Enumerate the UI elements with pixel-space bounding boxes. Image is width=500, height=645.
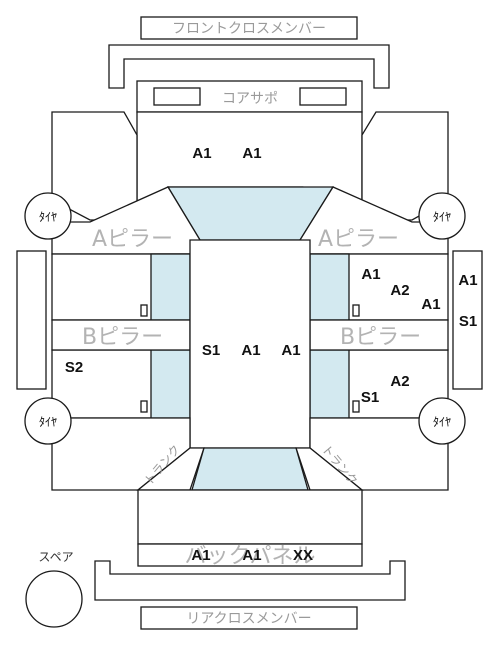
code-right-step-a1: A1: [458, 272, 477, 289]
tire-rear-left-label: ﾀｲﾔ: [39, 415, 57, 429]
core-support-left-block: [153, 87, 201, 106]
rear-panel-label: バックパネル: [185, 544, 316, 569]
right-side-step[interactable]: [452, 250, 483, 390]
rear-cross-member-label: リアクロスメンバー: [186, 611, 311, 627]
rear-back-panel[interactable]: [137, 543, 363, 567]
b-pillar-right-label: Bピラー: [340, 325, 421, 350]
spare-tire-label: スペア: [38, 550, 73, 564]
right-front-window[interactable]: [309, 253, 350, 321]
front-cross-member-label: フロントクロスメンバー: [172, 21, 326, 37]
rear-cross-member-box[interactable]: [140, 606, 358, 630]
tire-front-left-label: ﾀｲﾔ: [39, 210, 57, 224]
left-front-window[interactable]: [150, 253, 191, 321]
core-support-right-block: [299, 87, 347, 106]
code-hood-1: A1: [192, 145, 211, 162]
code-right-front-door-a1-b: A1: [421, 296, 440, 313]
code-rear-a1-1: A1: [191, 547, 210, 564]
left-rear-window[interactable]: [150, 349, 191, 419]
left-front-handle: [140, 304, 148, 317]
front-bumper[interactable]: [108, 44, 390, 89]
code-roof-a1-2: A1: [281, 342, 300, 359]
tire-rear-right[interactable]: [418, 397, 466, 445]
tire-rear-left[interactable]: [24, 397, 72, 445]
tire-front-right[interactable]: [418, 192, 466, 240]
b-pillar-right[interactable]: [309, 319, 449, 351]
a-pillar-left-label: Aピラー: [92, 227, 173, 252]
right-rear-handle: [352, 400, 360, 413]
code-left-rear-door-s2: S2: [65, 359, 83, 376]
rear-bumper[interactable]: [94, 560, 406, 601]
b-pillar-left[interactable]: [51, 319, 191, 351]
tire-front-right-label: ﾀｲﾔ: [433, 210, 451, 224]
code-right-front-door-a1: A1: [361, 266, 380, 283]
core-support-label: コアサポ: [222, 91, 278, 107]
b-pillar-left-label: Bピラー: [82, 325, 163, 350]
code-right-front-door-a2: A2: [390, 282, 409, 299]
spare-tire[interactable]: [25, 570, 83, 628]
code-rear-a1-2: A1: [242, 547, 261, 564]
code-roof-a1-1: A1: [241, 342, 260, 359]
code-right-step-s1: S1: [459, 313, 477, 330]
a-pillar-right-label: Aピラー: [318, 227, 399, 252]
trunk-lid[interactable]: [137, 489, 363, 545]
code-rear-xx: XX: [293, 547, 313, 564]
code-right-rear-door-a2: A2: [390, 373, 409, 390]
right-front-handle: [352, 304, 360, 317]
tire-rear-right-label: ﾀｲﾔ: [433, 415, 451, 429]
rear-window[interactable]: [191, 447, 309, 491]
code-hood-2: A1: [242, 145, 261, 162]
tire-front-left[interactable]: [24, 192, 72, 240]
right-rear-window[interactable]: [309, 349, 350, 419]
code-roof-s1: S1: [202, 342, 220, 359]
left-side-step[interactable]: [16, 250, 47, 390]
left-rear-handle: [140, 400, 148, 413]
code-right-rear-door-s1: S1: [361, 389, 379, 406]
front-cross-member-box[interactable]: [140, 16, 358, 40]
